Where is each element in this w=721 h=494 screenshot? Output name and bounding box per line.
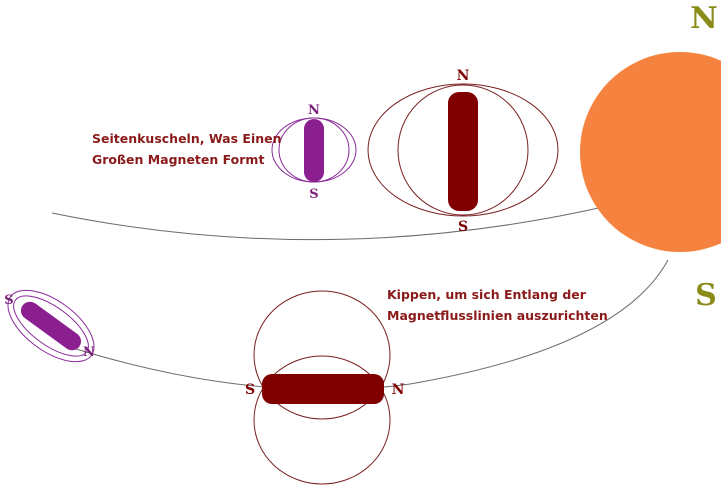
tilted-small-magnet-group: S N <box>4 289 95 363</box>
sun-body <box>580 52 721 252</box>
upper-flux-curve <box>51 204 613 241</box>
small-vertical-magnet <box>304 119 324 182</box>
large-field-line-outer <box>367 83 559 217</box>
tilt-caption-line2: Magnetflusslinien auszurichten <box>387 308 608 323</box>
side-by-side-caption-line1: Seitenkuscheln, Was Einen <box>92 131 282 146</box>
side-by-side-caption: Seitenkuscheln, Was Einen Großen Magnete… <box>92 128 282 170</box>
tilted-field-line-outer <box>7 289 95 363</box>
large-vertical-magnet <box>448 92 478 211</box>
tilt-caption-line1: Kippen, um sich Entlang der <box>387 287 586 302</box>
tilt-caption: Kippen, um sich Entlang der Magnetflussl… <box>387 284 608 326</box>
lower-flux-curve <box>75 259 669 391</box>
small-vertical-magnet-group: N S <box>271 103 357 202</box>
sun-south-pole-label: S <box>695 278 717 313</box>
small-magnet-south-label: S <box>309 187 318 202</box>
horizontal-field-line-bottom <box>253 355 391 485</box>
horizontal-magnet-group: S N <box>245 290 405 485</box>
large-vertical-magnet-group: N S <box>367 68 559 235</box>
horizontal-field-line-top <box>253 290 391 420</box>
horizontal-magnet-north-label: N <box>392 382 405 398</box>
horizontal-magnet-south-label: S <box>245 382 255 398</box>
large-magnet-north-label: N <box>457 68 470 84</box>
large-field-line-inner <box>397 84 529 216</box>
side-by-side-caption-line2: Großen Magneten Formt <box>92 152 265 167</box>
small-magnet-north-label: N <box>308 103 320 118</box>
large-magnet-south-label: S <box>458 219 468 235</box>
sun-north-pole-label: N <box>690 1 717 36</box>
horizontal-magnet <box>262 374 384 404</box>
tilted-field-line-inner <box>13 295 89 357</box>
tilted-small-magnet <box>20 301 82 351</box>
tilted-magnet-south-label: S <box>4 293 13 308</box>
tilted-magnet-north-label: N <box>83 345 95 360</box>
